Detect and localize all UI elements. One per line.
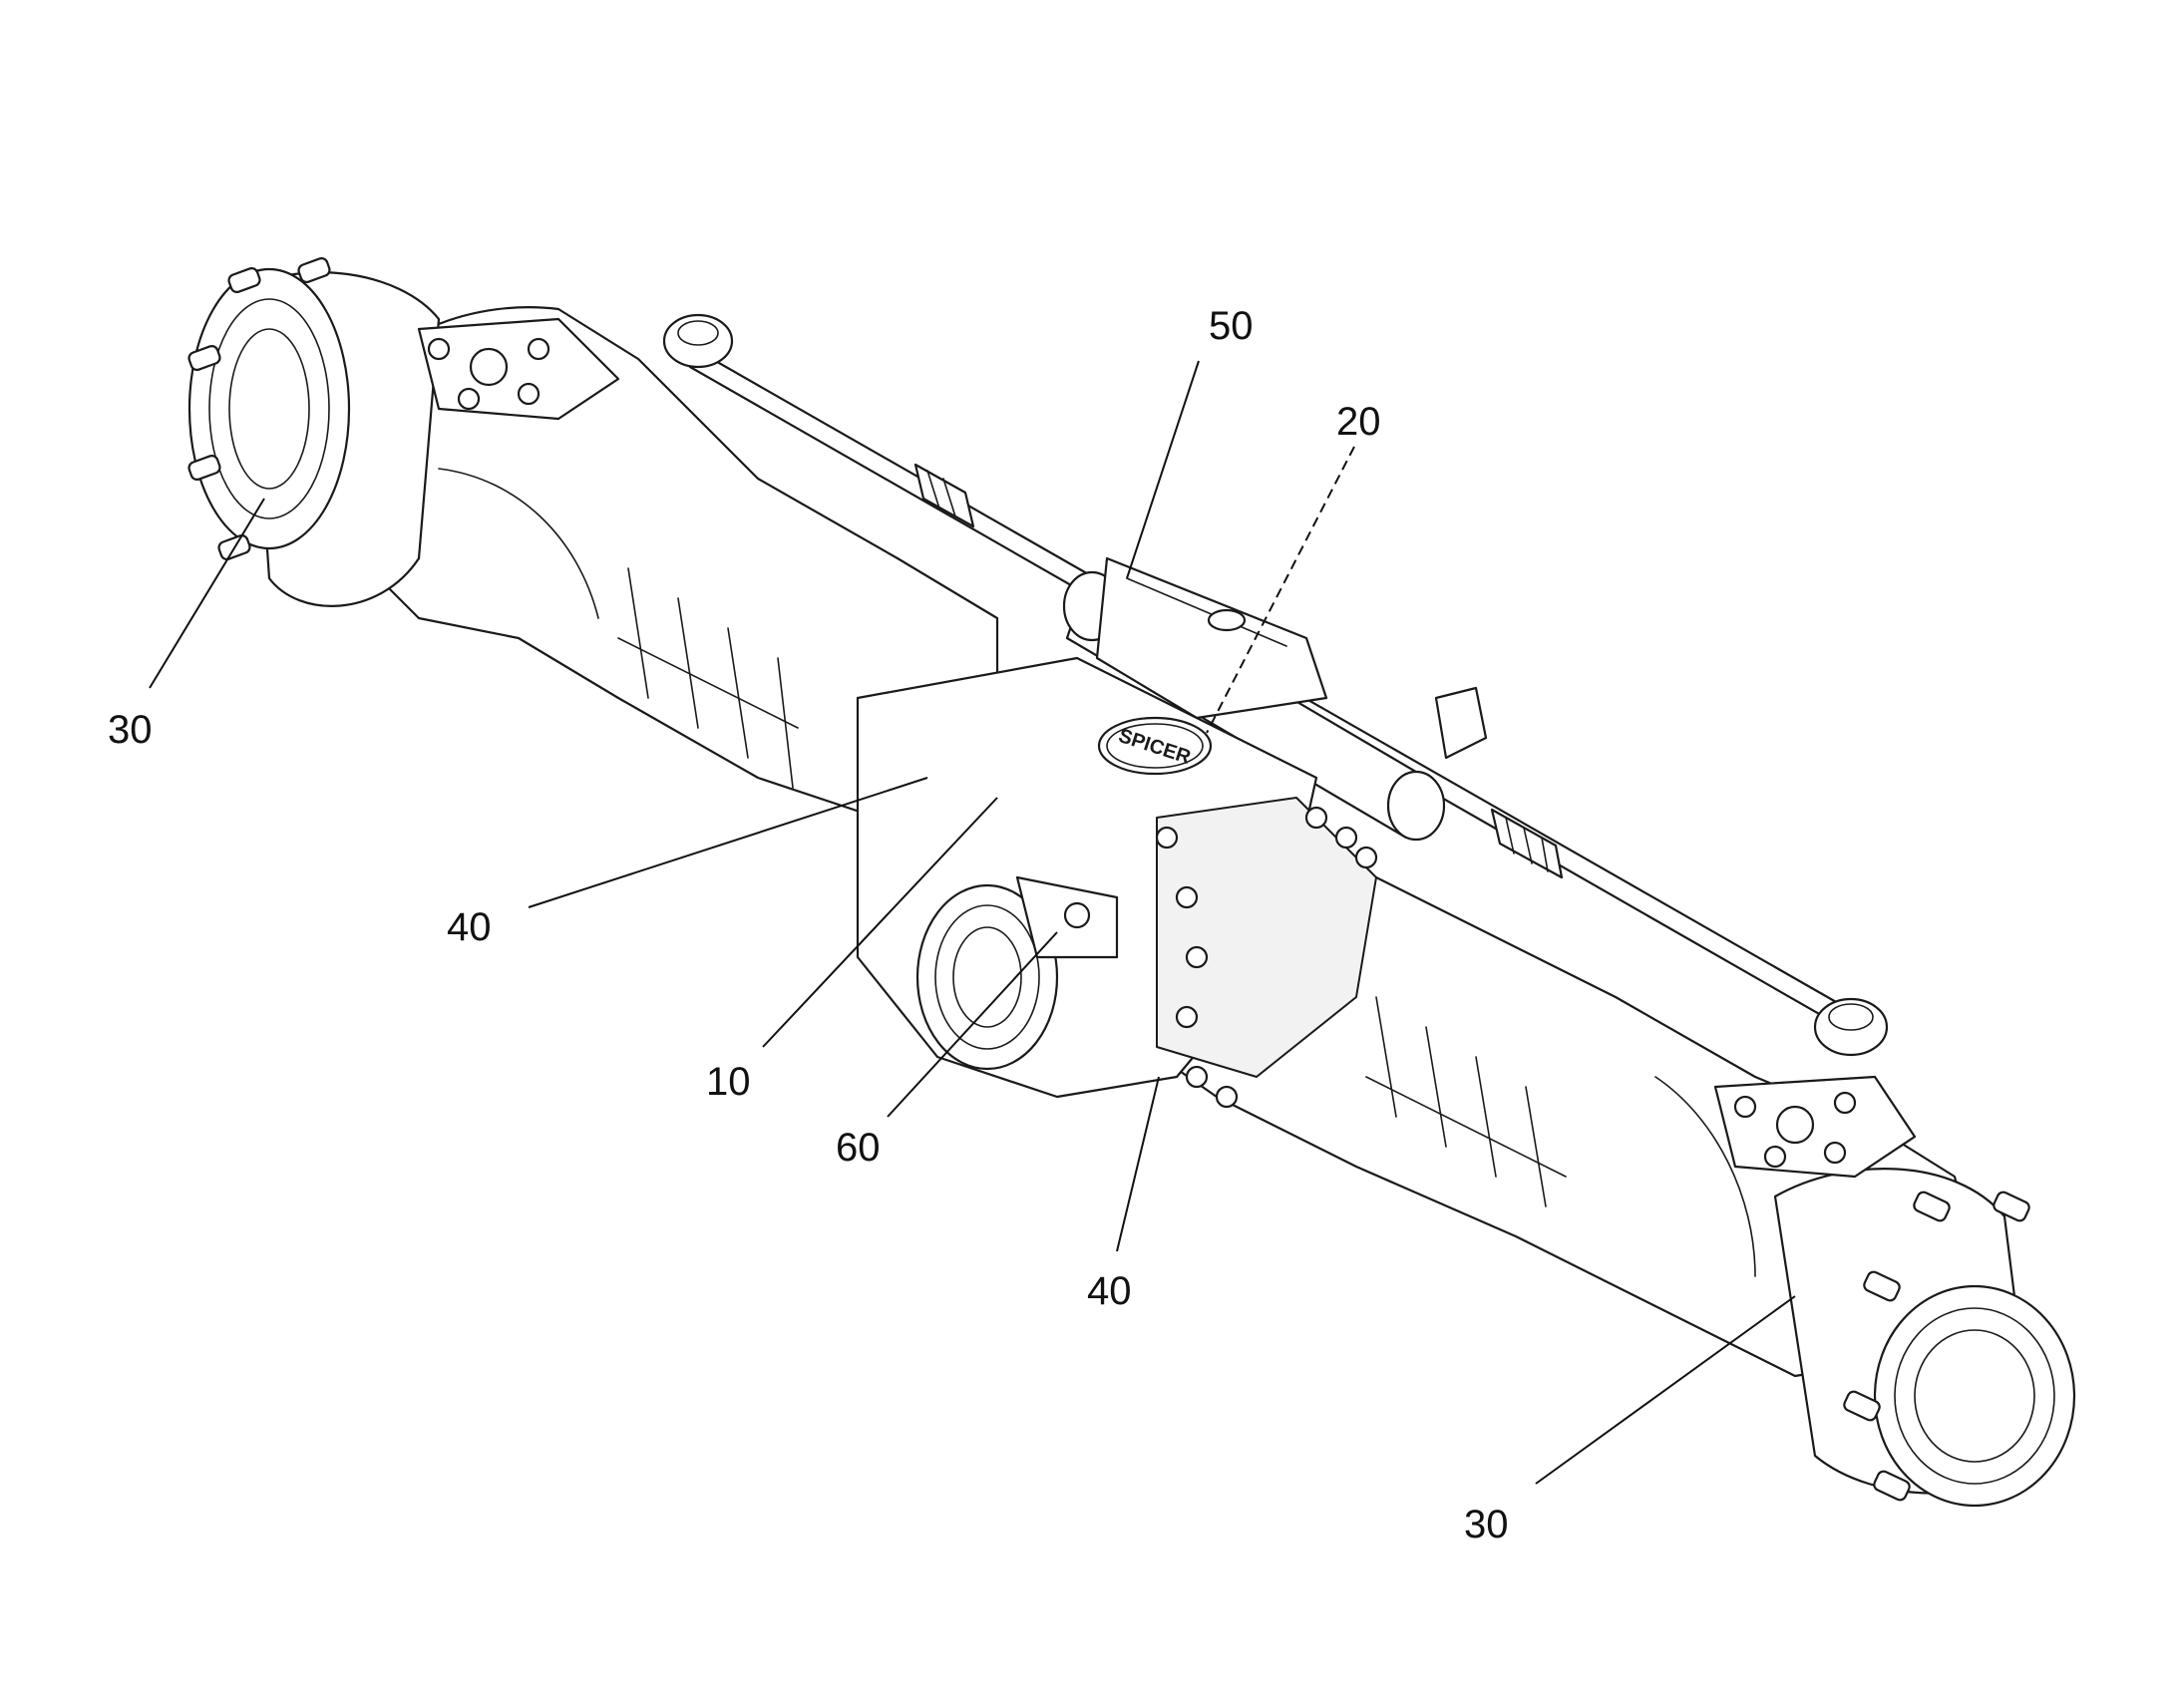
- right-wheel-hub: [1713, 1075, 2076, 1508]
- label-40-left: 40: [447, 905, 492, 949]
- label-30-right: 30: [1464, 1503, 1509, 1546]
- callouts: 50 20 30 40 10 60 40 30: [108, 304, 1509, 1546]
- leader-30-left: [149, 498, 265, 689]
- right-wheel-studs: [1843, 1191, 2030, 1502]
- flange-bolts: [1155, 806, 1378, 1109]
- left-wheel-studs: [187, 257, 331, 560]
- leader-lines: [149, 360, 1796, 1485]
- left-wheel-hub: [187, 257, 620, 607]
- leader-20: [1206, 446, 1355, 734]
- leader-40-left: [528, 777, 928, 908]
- leader-40-bottom: [1116, 1076, 1160, 1252]
- label-20: 20: [1336, 400, 1381, 444]
- label-30-left: 30: [108, 708, 153, 752]
- spicer-logo-plate: SPICER: [1097, 716, 1213, 776]
- label-40-bottom: 40: [1087, 1269, 1132, 1313]
- leader-60: [887, 931, 1058, 1118]
- steering-cylinder: [1062, 556, 1488, 842]
- label-60: 60: [836, 1126, 881, 1170]
- leader-10: [762, 797, 998, 1048]
- leader-30-right: [1535, 1295, 1796, 1485]
- leader-50: [1126, 360, 1200, 579]
- label-50: 50: [1209, 304, 1254, 348]
- axle-housing: [327, 306, 1977, 1378]
- label-10: 10: [706, 1060, 751, 1104]
- input-flange: [915, 875, 1119, 1071]
